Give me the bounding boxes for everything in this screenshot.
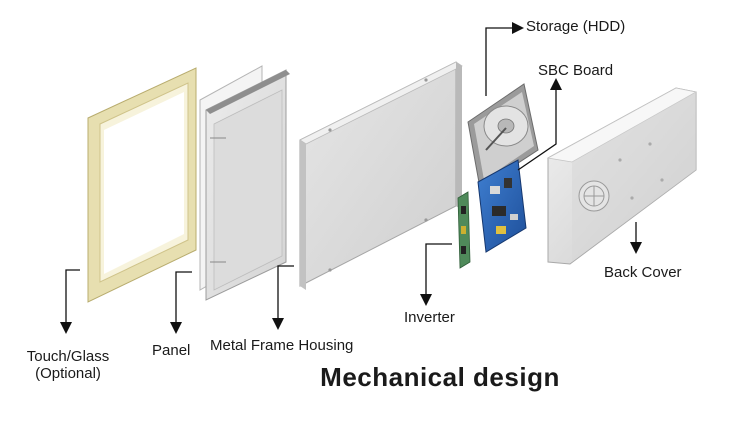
storage-hdd-label: Storage (HDD) [526, 18, 626, 35]
panel-label: Panel [152, 342, 191, 359]
back-cover-part [546, 87, 698, 265]
sbc-board-part [477, 159, 527, 253]
leader-inverter [420, 243, 452, 306]
leader-metal-frame [272, 265, 294, 330]
touch-glass-label-line2: (Optional) [35, 365, 101, 383]
touch-glass-label: Touch/Glass (Optional) [27, 348, 110, 383]
leader-storage [485, 22, 524, 96]
back-cover-label: Back Cover [604, 264, 682, 281]
leader-sbc-board [517, 78, 562, 171]
metal-frame-housing-label: Metal Frame Housing [210, 337, 354, 354]
touch-glass-label-line1: Touch/Glass [26, 348, 110, 365]
diagram-title: Mechanical design [320, 362, 560, 392]
metal-frame-housing-part [299, 61, 463, 290]
storage-hdd-part [467, 83, 539, 189]
inverter-part [457, 191, 471, 269]
leader-back-cover [630, 222, 642, 254]
inverter-label: Inverter [404, 309, 455, 326]
leader-touch-glass [60, 269, 80, 334]
panel-part [199, 65, 290, 301]
sbc-board-label: SBC Board [538, 62, 614, 79]
touch-glass-part [87, 67, 197, 303]
leader-panel [170, 271, 192, 334]
